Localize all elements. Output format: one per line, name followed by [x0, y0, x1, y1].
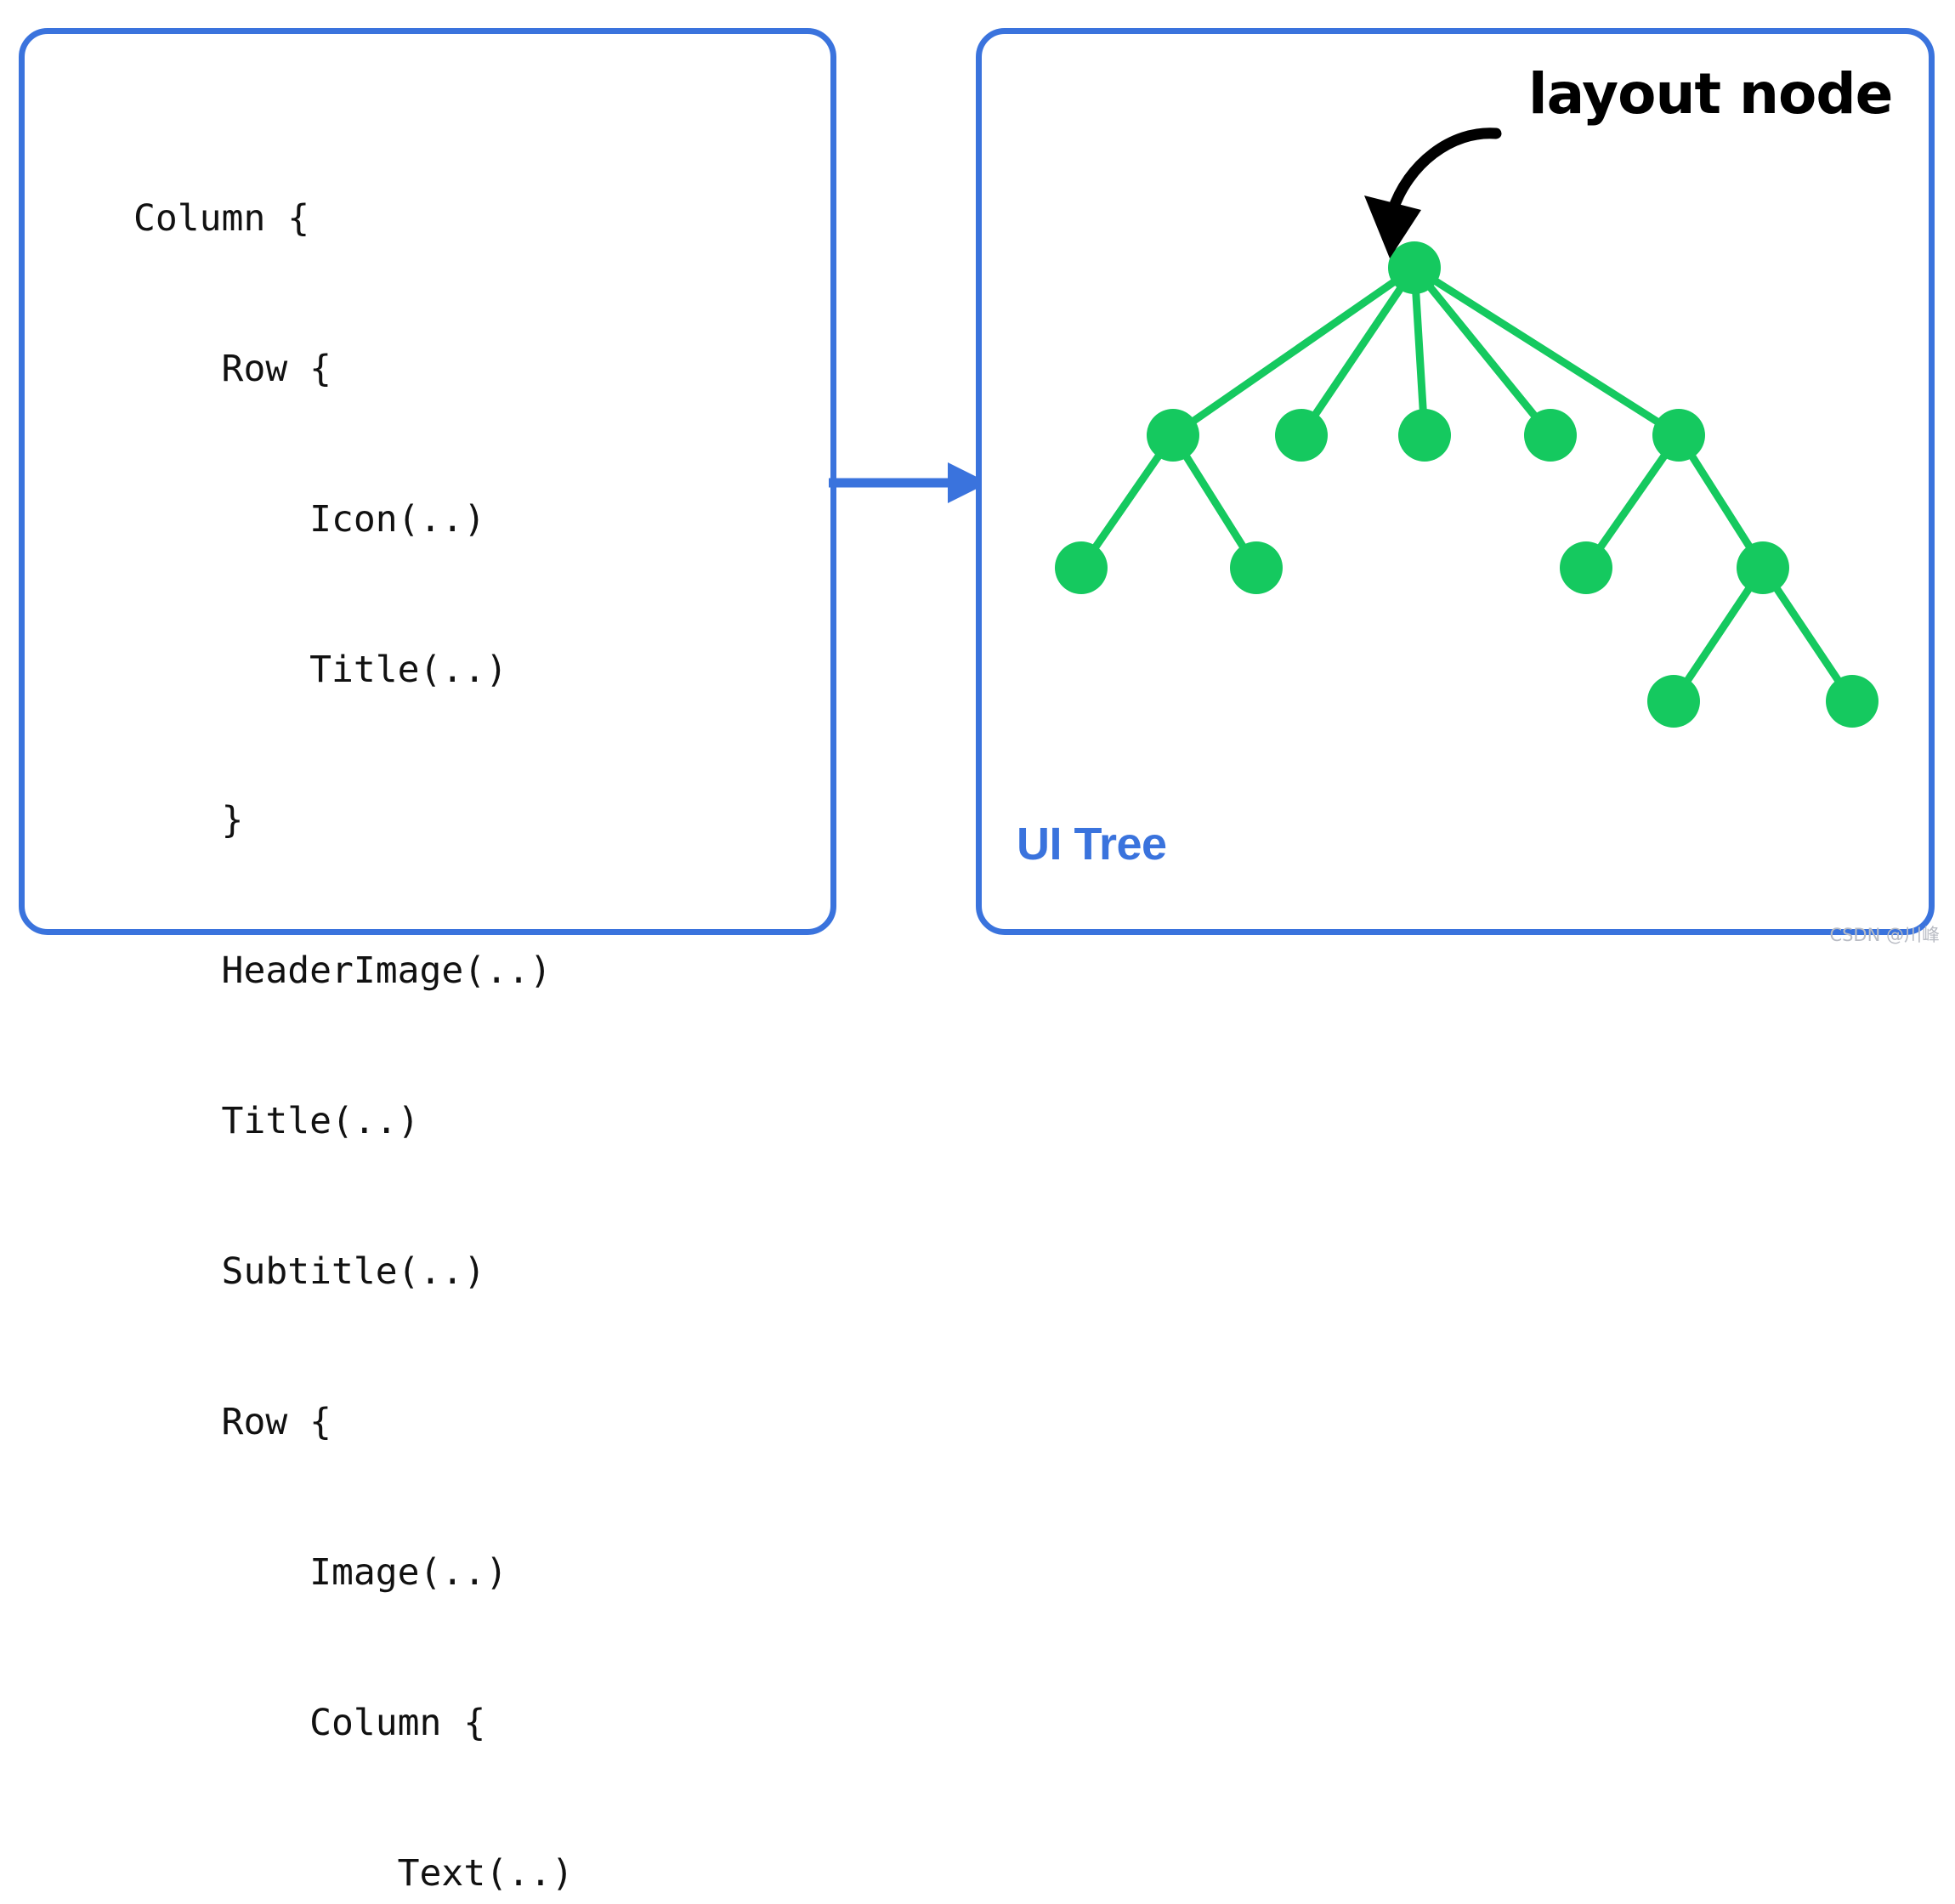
tree-node[interactable] [1398, 409, 1451, 462]
tree-node[interactable] [1647, 675, 1700, 728]
root-node[interactable] [1388, 241, 1441, 294]
tree-edge [1410, 264, 1429, 439]
code-line: Text(..) [133, 1852, 574, 1895]
code-line: Row { [133, 348, 332, 390]
code-line: Image(..) [133, 1551, 508, 1594]
code-line: Title(..) [133, 1100, 420, 1142]
watermark: CSDN @川峰 [1829, 925, 1940, 945]
tree-nodes [1055, 241, 1878, 728]
code-line: Title(..) [133, 649, 508, 691]
curved-arrow-icon [1364, 128, 1502, 258]
diagram-canvas: Column { Row { Icon(..) Title(..) } Head… [19, 28, 1940, 1895]
code-line: HeaderImage(..) [133, 949, 552, 992]
tree-edge [1410, 264, 1555, 439]
layout-node-annotation: layout node [1528, 61, 1893, 127]
tree-edge [1410, 264, 1683, 439]
code-line: Subtitle(..) [133, 1250, 486, 1293]
tree-node[interactable] [1524, 409, 1577, 462]
tree-edge [1669, 564, 1767, 706]
tree-edge [1169, 264, 1419, 439]
ui-tree-graph [1055, 128, 1878, 728]
tree-edge [1077, 431, 1177, 572]
tree-node[interactable] [1147, 409, 1199, 462]
code-line: Column { [133, 197, 310, 240]
arrow-right-icon [948, 462, 989, 503]
tree-panel [976, 28, 1935, 935]
code-line: } [133, 799, 244, 842]
code-line: Icon(..) [133, 498, 486, 541]
code-panel: Column { Row { Icon(..) Title(..) } Head… [19, 28, 836, 1895]
composable-code-block: Column { Row { Icon(..) Title(..) } Head… [133, 94, 574, 1904]
ui-tree-title: UI Tree [1017, 819, 1167, 870]
tree-node[interactable] [1826, 675, 1878, 728]
tree-node[interactable] [1055, 541, 1108, 594]
tree-edge [1759, 564, 1856, 706]
code-line: Column { [133, 1702, 486, 1744]
code-line: Row { [133, 1401, 332, 1443]
tree-node[interactable] [1230, 541, 1283, 594]
transform-arrow [829, 462, 989, 503]
tree-edges [1077, 264, 1856, 706]
tree-node[interactable] [1275, 409, 1328, 462]
tree-node[interactable] [1560, 541, 1612, 594]
tree-node[interactable] [1652, 409, 1705, 462]
tree-node[interactable] [1737, 541, 1789, 594]
tree-edge [1582, 431, 1683, 572]
tree-edge [1297, 264, 1419, 439]
